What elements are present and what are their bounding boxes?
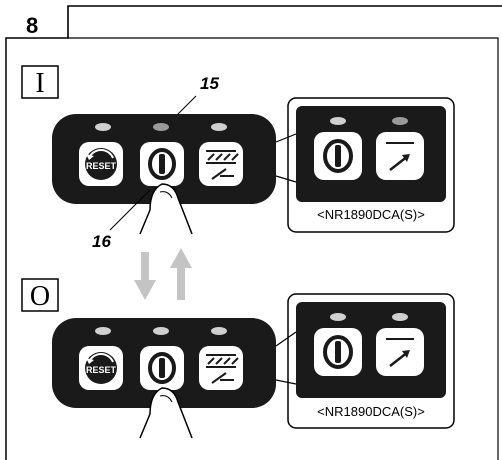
- bottom-led-3: [211, 327, 227, 335]
- top-finger-icon: [149, 183, 193, 235]
- figure-frame-inner: [67, 6, 499, 460]
- bottom-reset-button[interactable]: RESET: [79, 346, 123, 390]
- top-led-2: [153, 123, 169, 131]
- top-power-button[interactable]: [140, 142, 184, 186]
- callout-16-leader: [109, 189, 151, 231]
- top-mode-button[interactable]: [199, 142, 243, 186]
- bottom-inset: <NR1890DCA(S)>: [275, 293, 455, 429]
- top-mode-box: I: [21, 65, 59, 99]
- power-icon: [148, 148, 176, 180]
- down-arrow-icon: [134, 252, 156, 300]
- up-arrow-icon: [170, 248, 192, 300]
- bottom-inset-led-2: [392, 313, 408, 321]
- bottom-reset-label: RESET: [86, 365, 117, 375]
- bottom-led-2: [153, 327, 169, 335]
- top-reset-label: RESET: [86, 161, 117, 171]
- top-inset: <NR1890DCA(S)>: [275, 97, 455, 233]
- bottom-inset-mode-button[interactable]: [376, 328, 424, 376]
- power-icon: [148, 352, 176, 384]
- top-led-3: [211, 123, 227, 131]
- bottom-inset-led-1: [330, 313, 346, 321]
- top-inset-led-2: [392, 117, 408, 125]
- bottom-mode-button[interactable]: [199, 346, 243, 390]
- callout-16: 16: [92, 232, 111, 251]
- top-reset-button[interactable]: RESET: [79, 142, 123, 186]
- mode-icon: [206, 150, 239, 180]
- top-mode-label: I: [35, 68, 44, 99]
- bottom-power-button[interactable]: [140, 346, 184, 390]
- figure-number: 8: [26, 13, 38, 38]
- callout-15: 15: [200, 74, 219, 93]
- bottom-finger-icon: [149, 387, 193, 439]
- bottom-mode-box: O: [21, 278, 59, 312]
- top-led-1: [95, 123, 111, 131]
- bottom-mode-label: O: [30, 281, 50, 312]
- top-inset-mode-button[interactable]: [376, 132, 424, 180]
- bottom-model-label: <NR1890DCA(S)>: [317, 404, 425, 419]
- top-inset-led-1: [330, 117, 346, 125]
- bottom-led-1: [95, 327, 111, 335]
- mode-icon: [206, 354, 239, 384]
- top-model-label: <NR1890DCA(S)>: [317, 207, 425, 222]
